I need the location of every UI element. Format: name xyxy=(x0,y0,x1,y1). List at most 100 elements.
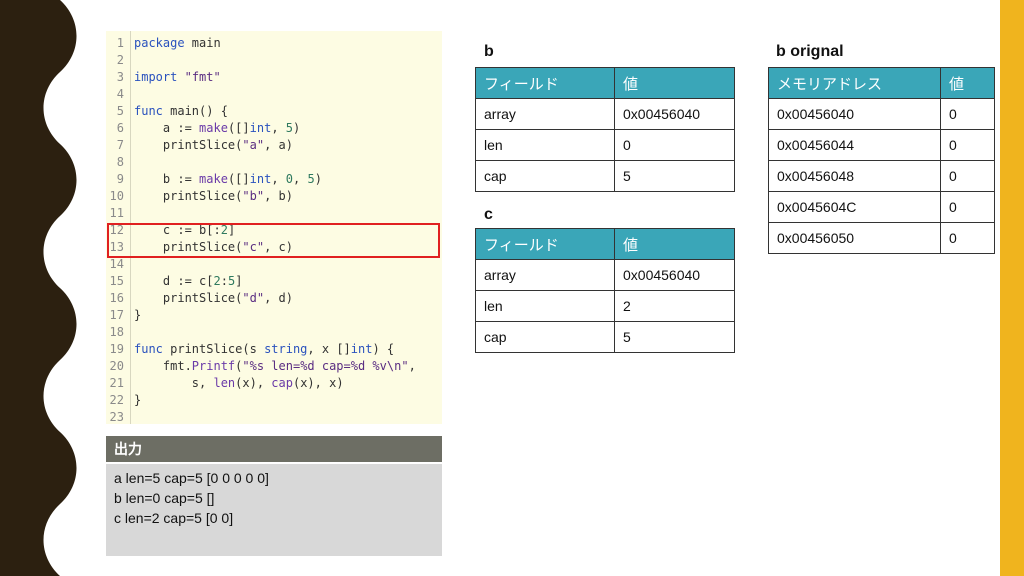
line-number: 12 xyxy=(109,223,124,237)
line-number: 7 xyxy=(116,138,124,152)
table-cell: 0 xyxy=(940,98,995,130)
table-cell: 5 xyxy=(614,160,735,192)
table-b-original: メモリアドレス 値 0x00456040 0 0x00456044 0 0x00… xyxy=(768,67,995,254)
code-line: 1 package main xyxy=(106,35,221,52)
table-header-cell: 値 xyxy=(614,67,735,99)
code-text: func main() { xyxy=(134,104,228,118)
table-cell: 2 xyxy=(614,290,735,322)
code-text: package main xyxy=(134,36,221,50)
code-line: 15 d := c[2:5] xyxy=(106,273,243,290)
code-text: } xyxy=(134,393,142,407)
table-cell: 0x00456050 xyxy=(768,222,941,254)
line-number: 16 xyxy=(109,291,124,305)
table-cell: array xyxy=(475,259,615,291)
line-number: 15 xyxy=(109,274,124,288)
output-line: c len=2 cap=5 [0 0] xyxy=(114,510,234,526)
table-row: len 0 xyxy=(475,129,735,161)
code-text: d := c[2:5] xyxy=(134,274,243,288)
code-text: printSlice("a", a) xyxy=(134,138,293,152)
table-row: 0x0045604C 0 xyxy=(768,191,995,223)
code-line: 16 printSlice("d", d) xyxy=(106,290,293,307)
line-number: 14 xyxy=(109,257,124,271)
table-c: フィールド 値 array 0x00456040 len 2 cap 5 xyxy=(475,228,735,353)
table-row: 0x00456040 0 xyxy=(768,98,995,130)
line-number: 3 xyxy=(116,70,124,84)
table-cell: 0x00456044 xyxy=(768,129,941,161)
table-cell: 0 xyxy=(940,160,995,192)
table-c-title: c xyxy=(484,206,493,223)
line-number: 13 xyxy=(109,240,124,254)
line-number: 11 xyxy=(109,206,124,220)
code-line: 8 xyxy=(106,154,134,171)
table-b-original-title: b orignal xyxy=(776,43,844,60)
code-line: 20 fmt.Printf("%s len=%d cap=%d %v\n", xyxy=(106,358,416,375)
table-cell: cap xyxy=(475,321,615,353)
table-cell: len xyxy=(475,290,615,322)
code-text: c := b[:2] xyxy=(134,223,236,237)
output-line: a len=5 cap=5 [0 0 0 0 0] xyxy=(114,470,269,486)
table-row: 0x00456050 0 xyxy=(768,222,995,254)
code-line: 2 xyxy=(106,52,134,69)
table-row: array 0x00456040 xyxy=(475,259,735,291)
output-header: 出力 xyxy=(106,436,442,462)
code-line: 5 func main() { xyxy=(106,103,228,120)
code-line: 10 printSlice("b", b) xyxy=(106,188,293,205)
code-line: 12 c := b[:2] xyxy=(106,222,236,239)
table-row: 0x00456048 0 xyxy=(768,160,995,192)
code-line: 6 a := make([]int, 5) xyxy=(106,120,300,137)
table-cell: 0 xyxy=(614,129,735,161)
table-cell: 0x0045604C xyxy=(768,191,941,223)
code-text: s, len(x), cap(x), x) xyxy=(134,376,344,390)
table-cell: 0x00456048 xyxy=(768,160,941,192)
table-row: array 0x00456040 xyxy=(475,98,735,130)
table-cell: array xyxy=(475,98,615,130)
table-cell: 0x00456040 xyxy=(614,259,735,291)
line-number: 18 xyxy=(109,325,124,339)
table-cell: len xyxy=(475,129,615,161)
right-accent-bar xyxy=(1000,0,1024,576)
table-header-row: フィールド 値 xyxy=(475,67,735,99)
line-number: 17 xyxy=(109,308,124,322)
table-cell: cap xyxy=(475,160,615,192)
code-line: 22} xyxy=(106,392,142,409)
output-panel: a len=5 cap=5 [0 0 0 0 0] b len=0 cap=5 … xyxy=(106,464,442,556)
line-number: 21 xyxy=(109,376,124,390)
line-number: 8 xyxy=(116,155,124,169)
code-text: func printSlice(s string, x []int) { xyxy=(134,342,395,356)
code-line: 7 printSlice("a", a) xyxy=(106,137,293,154)
table-row: cap 5 xyxy=(475,160,735,192)
code-text: a := make([]int, 5) xyxy=(134,121,301,135)
table-header-row: フィールド 値 xyxy=(475,228,735,260)
line-number: 9 xyxy=(116,172,124,186)
code-text: b := make([]int, 0, 5) xyxy=(134,172,322,186)
code-line: 9 b := make([]int, 0, 5) xyxy=(106,171,322,188)
code-line: 4 xyxy=(106,86,134,103)
wavy-border-decoration xyxy=(0,0,77,576)
table-header-row: メモリアドレス 値 xyxy=(768,67,995,99)
code-line: 17} xyxy=(106,307,142,324)
line-number: 22 xyxy=(109,393,124,407)
table-cell: 0x00456040 xyxy=(768,98,941,130)
code-text: printSlice("c", c) xyxy=(134,240,293,254)
table-cell: 0 xyxy=(940,129,995,161)
table-header-cell: フィールド xyxy=(475,228,615,260)
code-line: 21 s, len(x), cap(x), x) xyxy=(106,375,344,392)
code-line: 14 xyxy=(106,256,134,273)
code-line: 11 xyxy=(106,205,134,222)
code-line: 23 xyxy=(106,409,134,424)
line-number: 6 xyxy=(116,121,124,135)
line-number: 23 xyxy=(109,410,124,424)
line-number: 5 xyxy=(116,104,124,118)
table-cell: 0 xyxy=(940,222,995,254)
table-row: 0x00456044 0 xyxy=(768,129,995,161)
highlight-box xyxy=(107,223,440,258)
table-cell: 0x00456040 xyxy=(614,98,735,130)
line-number: 1 xyxy=(116,36,124,50)
line-number: 10 xyxy=(109,189,124,203)
table-cell: 0 xyxy=(940,191,995,223)
code-line: 18 xyxy=(106,324,134,341)
table-b: フィールド 値 array 0x00456040 len 0 cap 5 xyxy=(475,67,735,192)
